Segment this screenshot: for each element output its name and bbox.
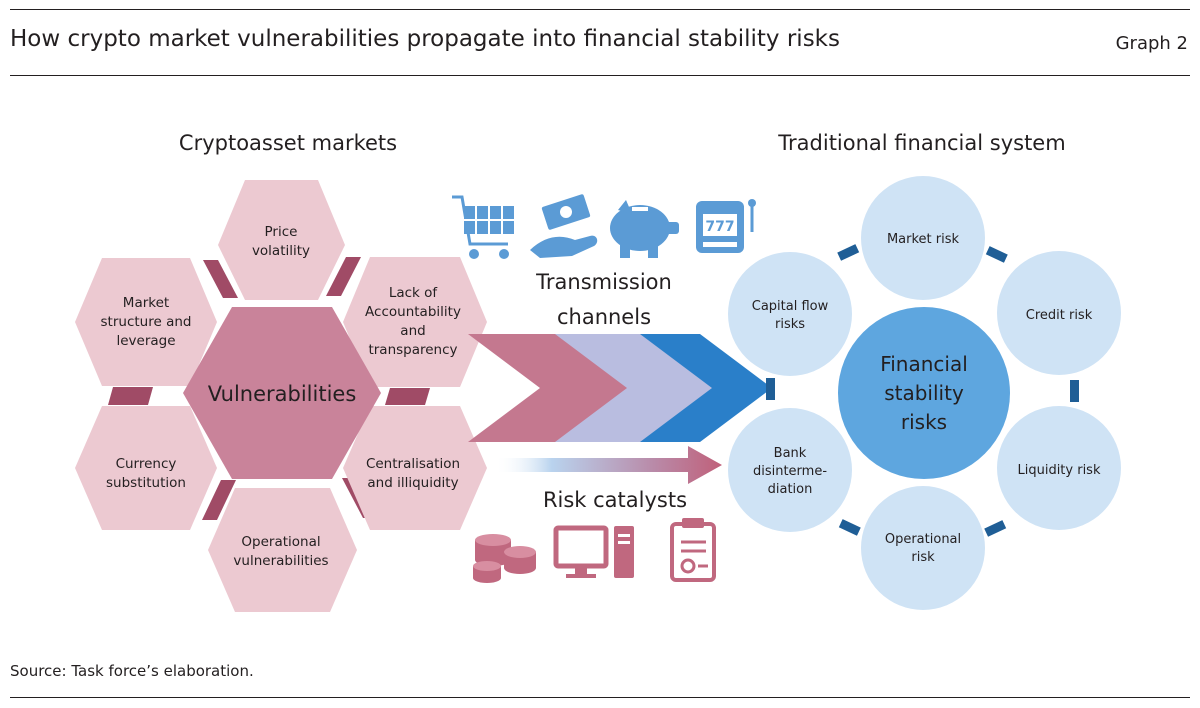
capital-flow-label-2: risks [775,317,805,332]
risk-catalysts-label: Risk catalysts [543,488,687,512]
page-title: How crypto market vulnerabilities propag… [10,26,840,52]
link-bank-capital [766,378,775,400]
hex-accountability-label-3: and [400,323,425,339]
connector-price-market [203,260,238,298]
bank-label-1: Bank [774,446,807,461]
top-rule [10,9,1190,10]
link-operational-bank [838,519,861,536]
hex-centralisation-label-2: and illiquidity [367,475,458,491]
circle-capital-flow [728,252,852,376]
operational-risk-label-1: Operational [885,532,961,547]
bank-label-2: disinterme- [753,464,827,479]
transmission-label-2: channels [557,305,651,329]
hex-operational-label-2: vulnerabilities [233,553,328,569]
transmission-label-1: Transmission [535,270,672,294]
graph-label: Graph 2 [1115,33,1188,54]
hex-accountability-label-4: transparency [368,342,457,358]
money-in-hand-icon [530,194,598,258]
hex-centralisation-label-1: Centralisation [366,456,460,472]
slot-machine-icon: 777 [696,199,756,253]
source-note: Source: Task force’s elaboration. [10,662,254,680]
link-capital-market [837,244,860,261]
hex-centralisation [343,406,487,530]
hex-price-label-2: volatility [252,243,310,259]
clipboard-certificate-icon [670,518,716,582]
hex-price-volatility [218,180,345,300]
coin-stack-icon [473,534,536,583]
center-label-3: risks [901,410,947,434]
circle-credit-risk [997,251,1121,375]
liquidity-risk-label: Liquidity risk [1017,463,1100,478]
risk-circles [728,176,1121,610]
hex-accountability-label-1: Lack of [389,285,439,301]
hex-currency-label-2: substitution [106,475,186,491]
link-credit-liquidity [1070,380,1079,402]
circle-operational-risk [861,486,985,610]
hex-market-structure-label-2: structure and [101,314,192,330]
operational-risk-label-2: risk [911,550,935,565]
hex-price-label-1: Price [265,224,298,240]
hex-market-structure [75,258,217,386]
vulnerabilities-label: Vulnerabilities [208,382,357,406]
svg-text:777: 777 [705,219,734,235]
circle-bank-disintermediation [728,408,852,532]
hex-currency-substitution [75,406,217,530]
circle-market-risk [861,176,985,300]
chevron-blue [640,334,772,442]
circle-links [766,244,1079,537]
risk-catalyst-arrow [495,446,722,484]
center-label-2: stability [884,381,964,405]
connector-price-accountability [326,257,361,296]
link-market-credit [985,246,1008,263]
chevron-pink [468,334,630,442]
shopping-cart-icon [452,195,514,259]
bank-label-3: diation [768,482,813,497]
title-rule [10,75,1190,76]
hex-currency-label-1: Currency [116,456,177,472]
connector-operational-currency [202,480,236,520]
piggy-bank-icon [610,200,679,258]
crypto-hexagons [75,180,487,612]
desktop-computer-icon [553,525,634,578]
center-label-1: Financial [880,352,968,376]
bottom-rule [10,697,1190,698]
tradfi-heading: Traditional financial system [777,131,1065,155]
circle-financial-stability [838,307,1010,479]
connector-accountability-centralisation [385,388,430,405]
connector-currency-market [108,387,153,405]
circle-liquidity-risk [997,406,1121,530]
capital-flow-label-1: Capital flow [752,299,829,314]
credit-risk-label: Credit risk [1026,308,1093,323]
hex-accountability [343,257,487,387]
hex-accountability-label-2: Accountability [365,304,461,320]
crypto-heading: Cryptoasset markets [179,131,397,155]
hex-operational [208,488,357,612]
link-liquidity-operational [984,520,1007,537]
hex-market-structure-label-1: Market [123,295,169,311]
hex-vulnerabilities [183,307,381,479]
market-risk-label: Market risk [887,232,960,247]
hex-market-structure-label-3: leverage [116,333,175,349]
hex-operational-label-1: Operational [241,534,320,550]
